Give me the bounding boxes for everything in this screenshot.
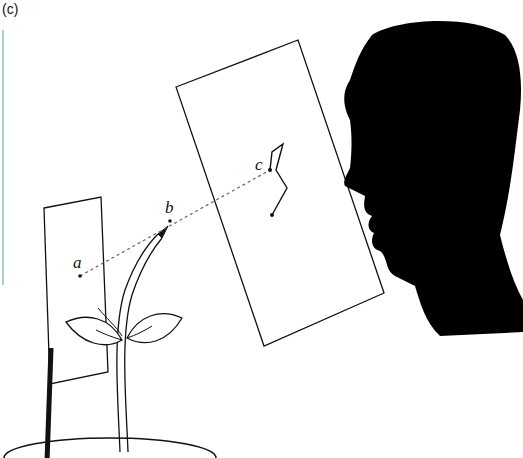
point-marker xyxy=(168,219,172,223)
panel-label: (c) xyxy=(2,2,18,16)
point-marker xyxy=(270,213,274,217)
point-marker xyxy=(78,274,82,278)
observer-silhouette xyxy=(344,21,523,336)
sight-line xyxy=(80,170,270,276)
point-label: b xyxy=(165,199,174,216)
point-marker xyxy=(268,168,272,172)
small-card xyxy=(44,197,108,384)
point-label: c xyxy=(255,156,263,173)
point-label: a xyxy=(73,254,82,271)
support-stick xyxy=(47,348,51,458)
edge-strip xyxy=(2,30,4,285)
leaf-vein xyxy=(96,330,122,340)
leaf-stalk xyxy=(98,308,122,336)
plant-stem xyxy=(117,234,158,452)
leaf xyxy=(127,314,182,343)
leaf-vein xyxy=(127,326,152,338)
plant-stem xyxy=(125,238,162,452)
pot-rim xyxy=(4,438,216,458)
traced-path xyxy=(270,144,287,215)
leaf xyxy=(66,317,122,344)
